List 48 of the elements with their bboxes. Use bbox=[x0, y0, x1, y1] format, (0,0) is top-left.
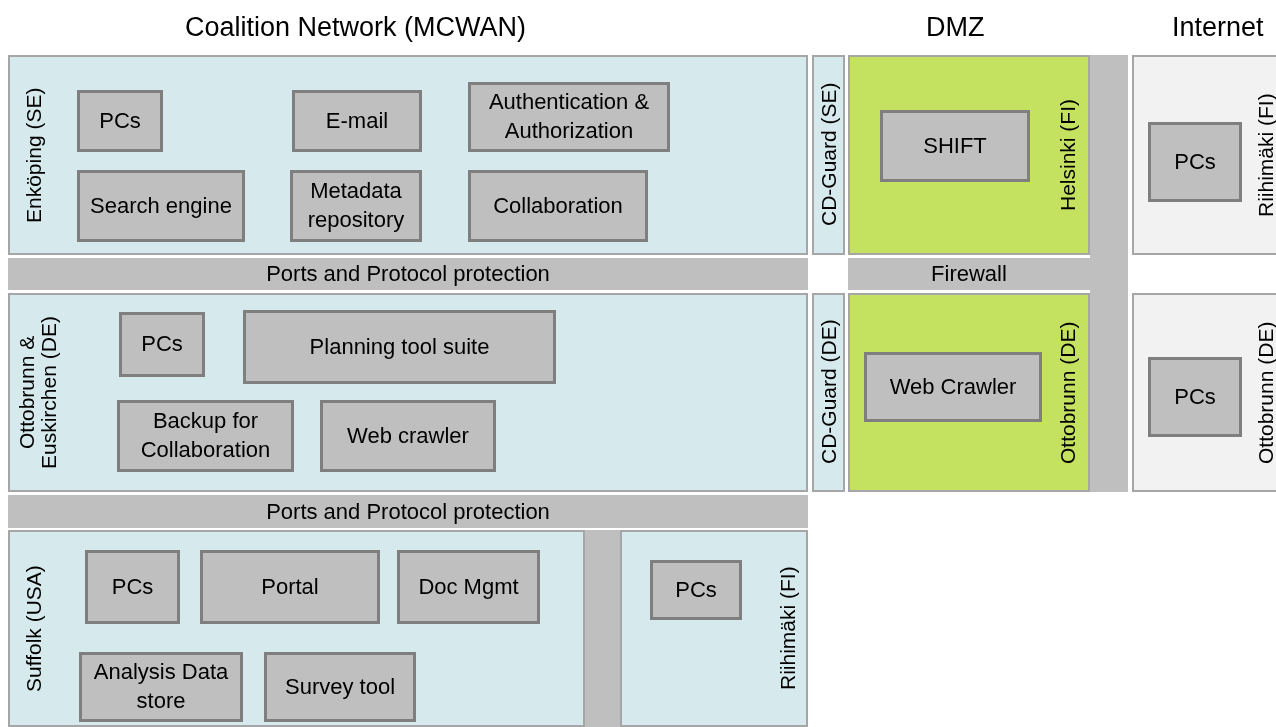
protection-band: Firewall bbox=[848, 258, 1090, 290]
component-box: Metadata repository bbox=[290, 170, 422, 242]
region-label: Ottobrunn (DE) bbox=[1054, 320, 1080, 466]
region-panel bbox=[8, 55, 808, 255]
component-box: Authentication & Authorization bbox=[468, 82, 670, 152]
component-box: PCs bbox=[85, 550, 180, 624]
component-box: Backup for Collaboration bbox=[117, 400, 294, 472]
protection-band: Ports and Protocol protection bbox=[8, 495, 808, 528]
region-label: Riihimäki (FI) bbox=[774, 565, 800, 693]
region-panel bbox=[8, 530, 585, 727]
region-label: Ottobrunn & Euskirchen (DE) bbox=[14, 315, 61, 471]
section-heading: Internet bbox=[1172, 12, 1264, 43]
region-label: CD-Guard (SE) bbox=[816, 81, 842, 228]
component-box: Web Crawler bbox=[864, 352, 1042, 422]
component-box: Collaboration bbox=[468, 170, 648, 242]
component-box: Doc Mgmt bbox=[397, 550, 540, 624]
component-box: PCs bbox=[1148, 357, 1242, 437]
divider-bar bbox=[585, 530, 620, 727]
region-label: Riihimäki (FI) bbox=[1252, 92, 1276, 219]
component-box: PCs bbox=[119, 312, 205, 377]
component-box: PCs bbox=[77, 90, 163, 152]
divider-bar bbox=[1090, 55, 1128, 492]
region-label: Helsinki (FI) bbox=[1054, 98, 1080, 213]
region-panel bbox=[1132, 293, 1276, 492]
component-box: Survey tool bbox=[264, 652, 416, 722]
region-panel bbox=[1132, 55, 1276, 255]
region-panel bbox=[848, 55, 1090, 255]
guard-panel bbox=[812, 293, 845, 492]
section-heading: Coalition Network (MCWAN) bbox=[185, 12, 527, 43]
region-panel bbox=[8, 293, 808, 492]
protection-band: Ports and Protocol protection bbox=[8, 258, 808, 290]
component-box: Analysis Data store bbox=[79, 652, 243, 722]
section-heading: DMZ bbox=[926, 12, 985, 43]
component-box: SHIFT bbox=[880, 110, 1030, 182]
region-panel bbox=[848, 293, 1090, 492]
component-box: Portal bbox=[200, 550, 380, 624]
component-box: Web crawler bbox=[320, 400, 496, 472]
region-panel bbox=[620, 530, 808, 727]
region-label: CD-Guard (DE) bbox=[816, 318, 842, 466]
component-box: PCs bbox=[650, 560, 742, 620]
component-box: PCs bbox=[1148, 122, 1242, 202]
region-label: Suffolk (USA) bbox=[20, 564, 46, 694]
region-label: Ottobrunn (DE) bbox=[1252, 320, 1276, 466]
component-box: E-mail bbox=[292, 90, 422, 152]
component-box: Search engine bbox=[77, 170, 245, 242]
guard-panel bbox=[812, 55, 845, 255]
component-box: Planning tool suite bbox=[243, 310, 556, 384]
region-label: Enköping (SE) bbox=[20, 86, 46, 225]
